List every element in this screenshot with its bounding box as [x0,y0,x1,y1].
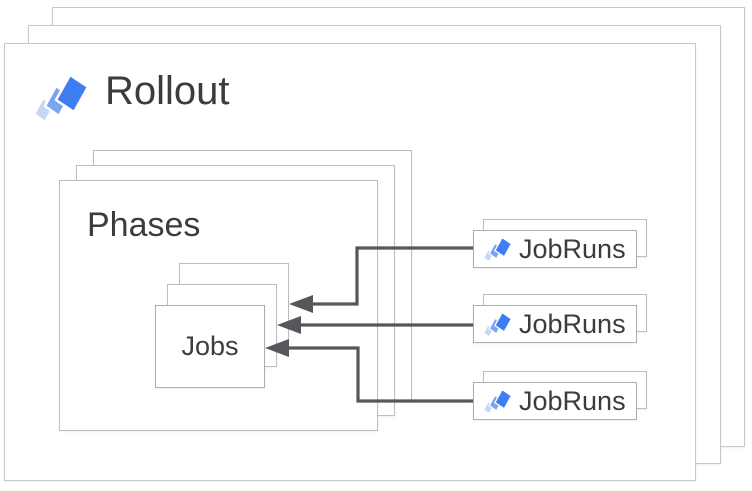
cloud-deploy-icon [483,235,513,263]
jobruns-2-node: JobRuns [473,305,637,343]
jobruns-3-node: JobRuns [473,382,637,420]
jobruns-1-label: JobRuns [519,233,626,264]
rollout-title: Rollout [105,69,230,113]
jobruns-1-node: JobRuns [473,230,637,268]
jobruns-3-label: JobRuns [519,385,626,416]
cloud-deploy-icon [33,70,91,124]
phases-title: Phases [87,206,201,244]
jobruns-2-label: JobRuns [519,308,626,339]
cloud-deploy-icon [483,310,513,338]
jobs-node: Jobs [155,305,265,388]
jobs-label: Jobs [181,331,239,361]
cloud-deploy-icon [483,387,513,415]
